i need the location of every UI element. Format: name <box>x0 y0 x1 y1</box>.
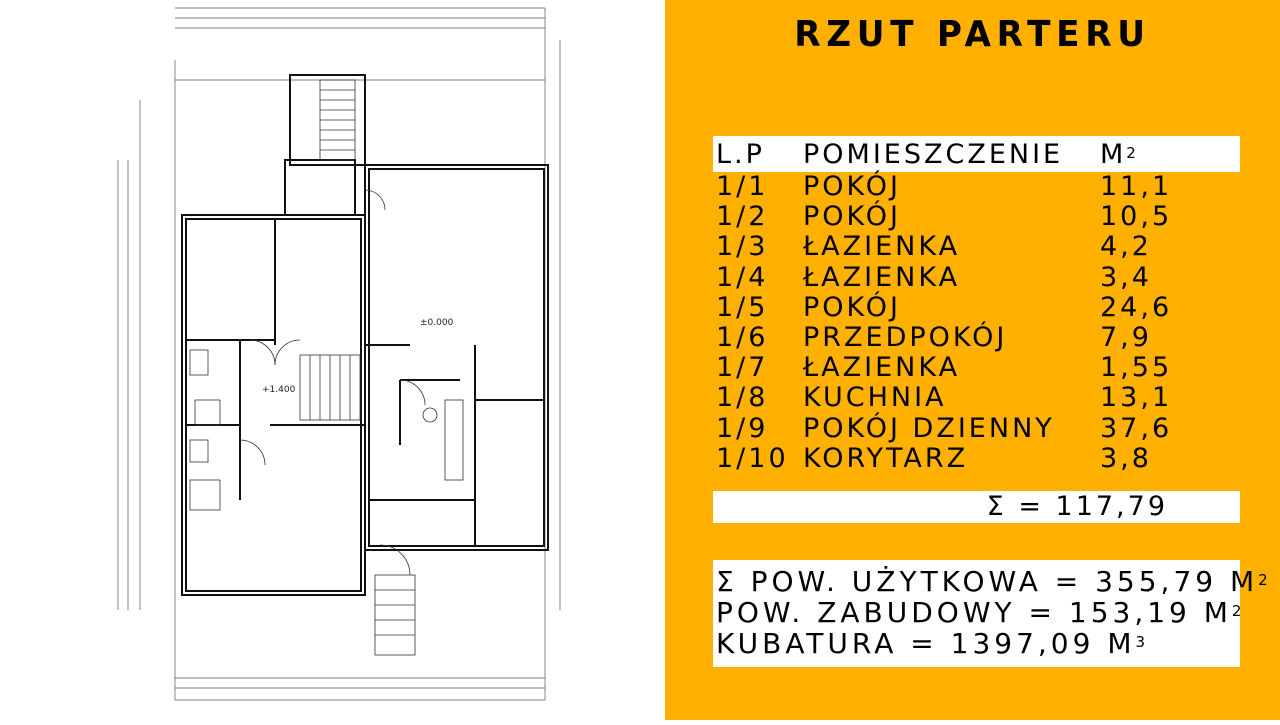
table-row: 1/2 POKÓJ 10,5 <box>713 202 1240 232</box>
door-swings <box>239 189 426 576</box>
room-area: 4,2 <box>1100 231 1152 263</box>
header-lp: L.P <box>716 139 765 170</box>
room-name: PRZEDPOKÓJ <box>803 322 1008 353</box>
built-area-text: POW. ZABUDOWY = 153,19 M <box>716 596 1232 629</box>
room-area: 3,4 <box>1100 261 1152 293</box>
room-number: 1/6 <box>716 322 769 353</box>
room-number: 1/5 <box>716 291 769 323</box>
room-name: KORYTARZ <box>803 442 969 474</box>
volume-text: KUBATURA = 1397,09 M <box>716 627 1136 660</box>
floor-plan-drawing: ±0.000 +1.400 <box>117 7 561 701</box>
usable-area-sup: 2 <box>1258 571 1268 589</box>
usable-area-text: Σ POW. UŻYTKOWA = 355,79 M <box>716 565 1259 598</box>
floor-plan-svg: ±0.000 +1.400 <box>117 7 561 701</box>
room-number: 1/7 <box>716 352 769 384</box>
table-row: 1/6 PRZEDPOKÓJ 7,9 <box>713 323 1240 353</box>
room-area: 11,1 <box>1100 171 1173 202</box>
volume: KUBATURA = 1397,09 M3 <box>716 628 1145 660</box>
room-name: ŁAZIENKA <box>803 261 961 293</box>
room-number: 1/1 <box>716 171 769 202</box>
sum-band: Σ = 117,79 <box>713 491 1240 523</box>
room-name: ŁAZIENKA <box>803 231 961 263</box>
walls <box>181 74 549 596</box>
table-row: 1/10 KORYTARZ 3,8 <box>713 442 1240 474</box>
room-number: 1/8 <box>716 382 769 414</box>
table-row: 1/8 KUCHNIA 13,1 <box>713 383 1240 413</box>
room-number: 1/3 <box>716 231 769 263</box>
header-room: POMIESZCZENIE <box>803 139 1064 170</box>
header-area: M2 <box>1100 140 1136 170</box>
room-name: KUCHNIA <box>803 382 947 414</box>
room-name: POKÓJ <box>803 201 901 233</box>
table-row: 1/7 ŁAZIENKA 1,55 <box>713 353 1240 383</box>
room-area: 24,6 <box>1100 291 1173 323</box>
room-number: 1/2 <box>716 201 769 233</box>
room-name: POKÓJ <box>803 171 901 202</box>
table-row: 1/4 ŁAZIENKA 3,4 <box>713 261 1240 293</box>
built-area: POW. ZABUDOWY = 153,19 M2 <box>716 597 1241 629</box>
level-marker-stairs: +1.400 <box>262 385 296 395</box>
room-name: POKÓJ DZIENNY <box>803 412 1055 444</box>
room-number: 1/9 <box>716 412 769 444</box>
room-area: 3,8 <box>1100 442 1152 474</box>
level-marker-ground: ±0.000 <box>420 318 454 328</box>
table-header: L.P POMIESZCZENIE M2 <box>713 140 1240 170</box>
room-area: 1,55 <box>1100 352 1173 384</box>
room-area: 7,9 <box>1100 322 1152 353</box>
page-title: RZUT PARTERU <box>794 14 1151 55</box>
fixtures <box>189 349 464 511</box>
room-area: 13,1 <box>1100 382 1173 414</box>
room-name: ŁAZIENKA <box>803 352 961 384</box>
table-row: 1/9 POKÓJ DZIENNY 37,6 <box>713 412 1240 444</box>
table-row: 1/5 POKÓJ 24,6 <box>713 291 1240 323</box>
built-area-sup: 2 <box>1231 602 1242 620</box>
room-area: 37,6 <box>1100 412 1173 444</box>
header-area-sup: 2 <box>1126 144 1136 162</box>
room-area: 10,5 <box>1100 201 1173 233</box>
room-number: 1/4 <box>716 261 769 293</box>
usable-area: Σ POW. UŻYTKOWA = 355,79 M2 <box>716 566 1268 598</box>
rooms-area-sum: Σ = 117,79 <box>986 491 1168 522</box>
table-row: 1/1 POKÓJ 11,1 <box>713 172 1240 202</box>
dimension-lines <box>117 7 561 701</box>
room-number: 1/10 <box>716 442 789 474</box>
totals-box: Σ POW. UŻYTKOWA = 355,79 M2 POW. ZABUDOW… <box>713 560 1268 667</box>
table-row: 1/3 ŁAZIENKA 4,2 <box>713 232 1240 262</box>
stairs <box>299 79 416 656</box>
volume-sup: 3 <box>1135 633 1146 651</box>
room-name: POKÓJ <box>803 291 901 323</box>
table-header-band <box>713 136 1240 172</box>
header-area-unit: M <box>1100 139 1127 170</box>
